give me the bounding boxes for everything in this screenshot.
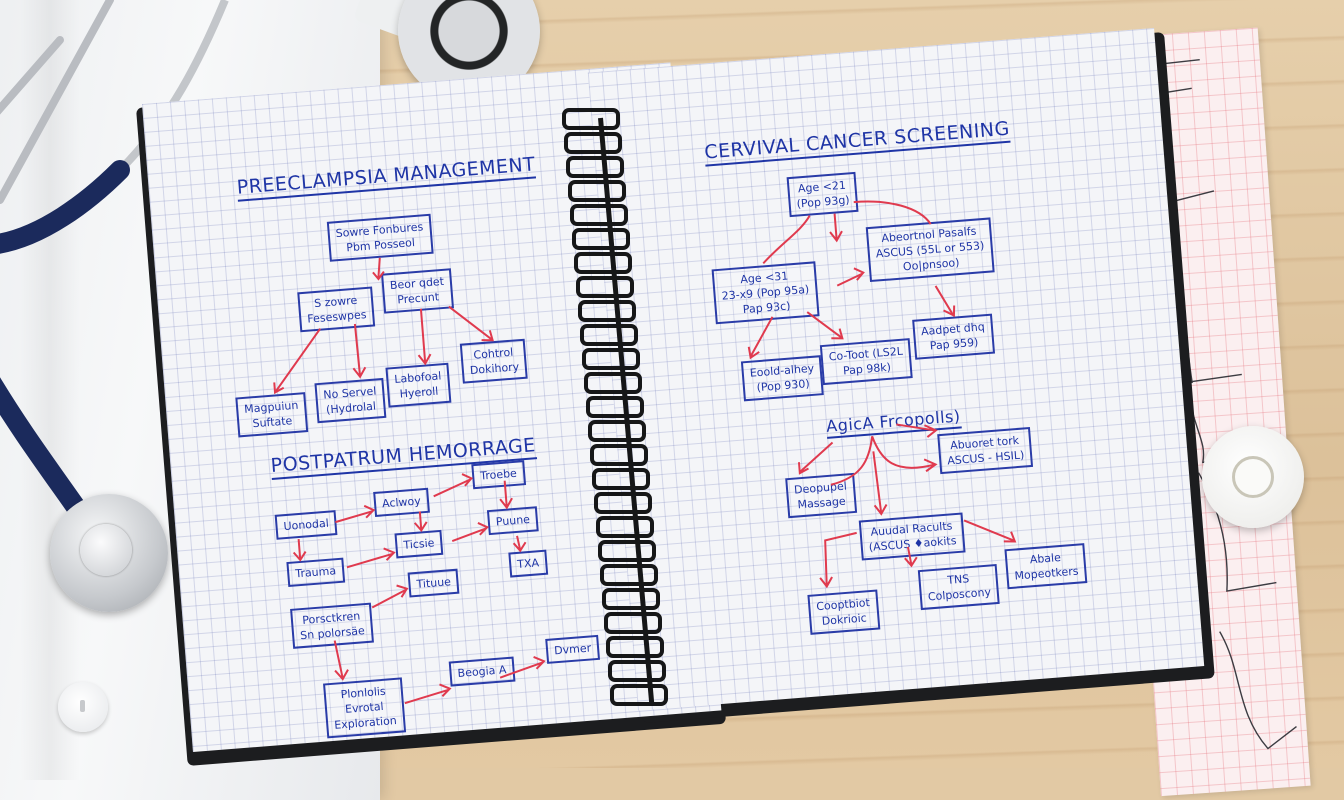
binding-ring xyxy=(578,300,636,322)
binding-ring xyxy=(600,564,658,586)
binding-ring xyxy=(592,468,650,490)
binding-ring xyxy=(584,372,642,394)
binding-ring xyxy=(598,540,656,562)
left-page: PREECLAMPSIA MANAGEMENT Sowre Fonbures P… xyxy=(142,62,722,752)
binding-ring xyxy=(576,276,634,298)
stethoscope-chestpiece xyxy=(50,494,168,612)
ecg-calibration-dial xyxy=(1202,426,1304,528)
binding-ring xyxy=(602,588,660,610)
binding-ring xyxy=(610,684,668,706)
binding-ring xyxy=(580,324,638,346)
coat-button xyxy=(58,682,108,732)
binding-ring xyxy=(582,348,640,370)
binding-ring xyxy=(590,444,648,466)
binding-ring xyxy=(588,420,646,442)
binding-ring xyxy=(586,396,644,418)
binding-ring xyxy=(562,108,620,130)
binding-ring xyxy=(594,492,652,514)
binding-ring xyxy=(564,132,622,154)
binding-ring xyxy=(596,516,654,538)
binding-ring xyxy=(608,660,666,682)
binding-ring xyxy=(570,204,628,226)
binding-ring xyxy=(574,252,632,274)
binding-ring xyxy=(566,156,624,178)
binding-ring xyxy=(606,636,664,658)
coat-fold xyxy=(20,0,80,780)
right-page: CERVIVAL CANCER SCREENING Age <21 (Pop 9… xyxy=(587,28,1205,711)
binding-ring xyxy=(572,228,630,250)
binding-ring xyxy=(568,180,626,202)
flow-arrows xyxy=(747,200,1017,589)
stethoscope-tubing xyxy=(0,0,229,530)
spiral-binding xyxy=(562,108,682,708)
spiral-notebook: PREECLAMPSIA MANAGEMENT Sowre Fonbures P… xyxy=(136,28,1215,768)
flow-arrows xyxy=(273,257,546,705)
dial-center-button xyxy=(1232,456,1274,498)
binding-ring xyxy=(604,612,662,634)
